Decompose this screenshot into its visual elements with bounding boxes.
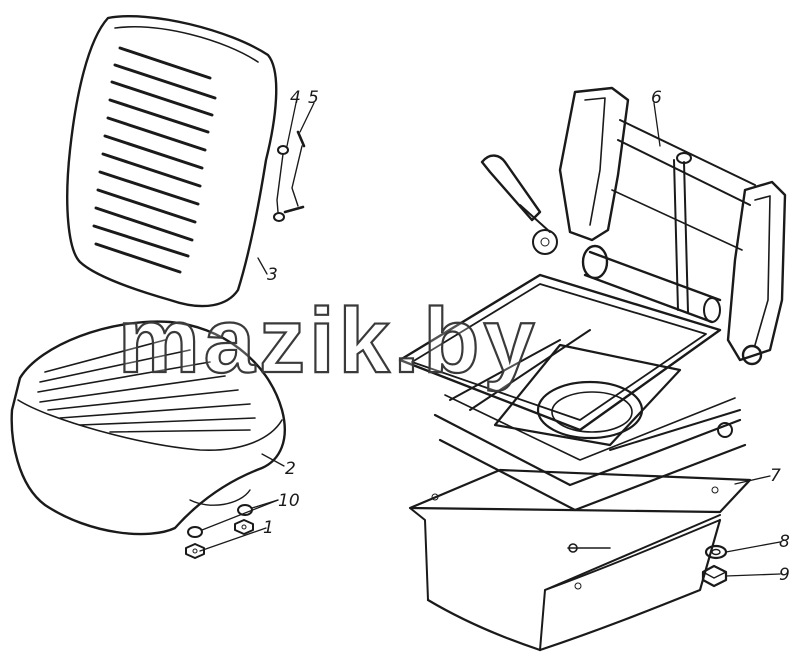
backrest-ribs — [92, 46, 217, 274]
callout-8: 8 — [779, 532, 790, 552]
backrest-cushion — [66, 15, 278, 308]
callout-3: 3 — [267, 265, 278, 285]
bolt-4-washer — [273, 145, 289, 222]
callout-10: 10 — [278, 491, 300, 511]
mounting-base — [408, 468, 752, 652]
callout-2: 2 — [285, 459, 296, 479]
seat-cushion — [10, 320, 286, 536]
callout-5: 5 — [308, 88, 319, 108]
callouts: 1 2 3 4 5 6 7 8 9 10 — [263, 88, 790, 585]
watermark: mazik.by — [118, 290, 539, 392]
callout-1: 1 — [263, 518, 274, 538]
nut-9 — [701, 564, 728, 588]
callout-7: 7 — [770, 466, 781, 486]
callout-6: 6 — [651, 88, 662, 108]
callout-9: 9 — [779, 565, 790, 585]
seat-frame-mechanism — [398, 86, 787, 512]
leader-lines — [199, 102, 781, 577]
nut-1b — [185, 543, 205, 559]
washer-8 — [704, 544, 728, 560]
washer-10a — [187, 526, 203, 538]
nut-1a — [234, 519, 254, 535]
bolt-5 — [283, 130, 306, 214]
callout-4: 4 — [290, 88, 301, 108]
cushion-ribs — [37, 339, 256, 433]
